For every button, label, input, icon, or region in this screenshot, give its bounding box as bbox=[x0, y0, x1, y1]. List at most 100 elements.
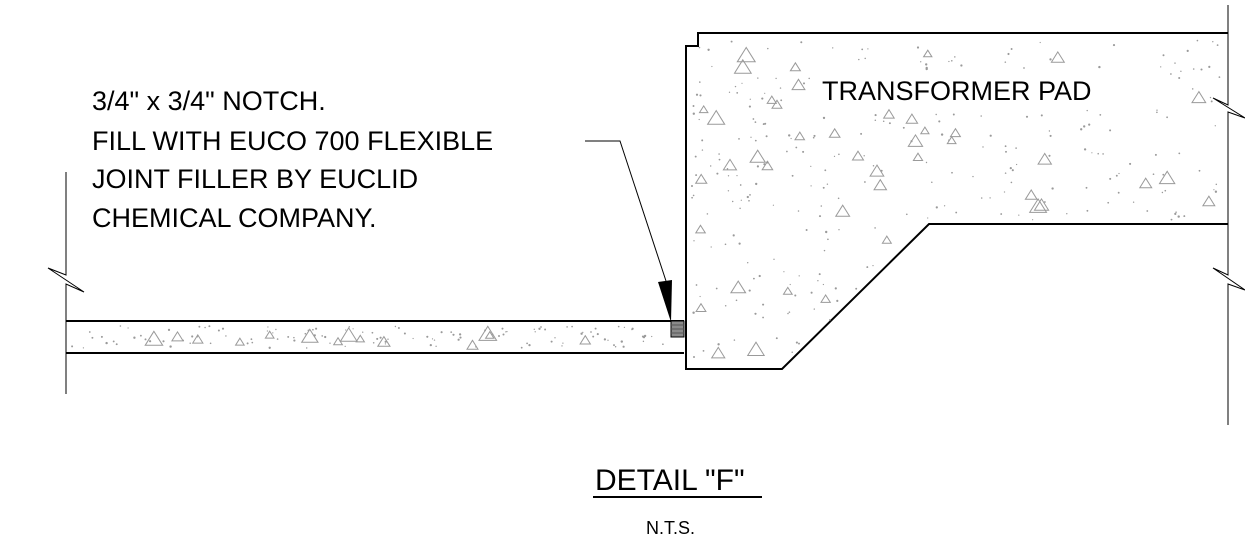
stipple-dot bbox=[1025, 115, 1029, 118]
stipple-dot bbox=[1023, 67, 1025, 69]
stipple-dot bbox=[1191, 88, 1194, 90]
stipple-dot bbox=[872, 264, 874, 267]
stipple-dot bbox=[1192, 68, 1195, 70]
stipple-dot bbox=[715, 287, 718, 290]
stipple-dot bbox=[209, 342, 212, 345]
stipple-aggregate bbox=[264, 330, 275, 339]
pad-stipple bbox=[690, 39, 1221, 359]
stipple-aggregate bbox=[771, 99, 783, 109]
stipple-dot bbox=[1085, 186, 1088, 189]
stipple-dot bbox=[384, 343, 387, 345]
stipple-dot bbox=[794, 294, 797, 297]
stipple-dot bbox=[394, 325, 397, 328]
stipple-dot bbox=[534, 331, 536, 333]
stipple-aggregate bbox=[466, 339, 479, 350]
stipple-dot bbox=[693, 240, 695, 242]
stipple-dot bbox=[982, 146, 984, 148]
stipple-dot bbox=[802, 82, 806, 85]
stipple-dot bbox=[217, 329, 220, 332]
stipple-dot bbox=[501, 327, 504, 330]
stipple-aggregate bbox=[1037, 152, 1053, 165]
stipple-dot bbox=[1112, 44, 1116, 47]
stipple-aggregate bbox=[355, 334, 366, 343]
stipple-dot bbox=[820, 205, 823, 207]
stipple-dot bbox=[566, 326, 568, 328]
stipple-dot bbox=[874, 114, 877, 117]
stipple-aggregate bbox=[922, 49, 933, 58]
stipple-dot bbox=[1178, 76, 1181, 80]
stipple-dot bbox=[732, 234, 735, 237]
stipple-dot bbox=[773, 258, 775, 260]
stipple-dot bbox=[533, 328, 536, 331]
stipple-dot bbox=[642, 336, 646, 339]
stipple-dot bbox=[112, 340, 115, 343]
stipple-dot bbox=[861, 48, 864, 51]
stipple-dot bbox=[1083, 148, 1087, 151]
stipple-dot bbox=[1080, 128, 1083, 131]
stipple-dot bbox=[268, 346, 271, 349]
stipple-dot bbox=[614, 346, 617, 348]
stipple-dot bbox=[631, 328, 633, 331]
stipple-dot bbox=[321, 335, 324, 337]
stipple-dot bbox=[813, 308, 815, 310]
stipple-dot bbox=[802, 150, 805, 153]
stipple-dot bbox=[874, 227, 876, 229]
stipple-dot bbox=[724, 304, 727, 307]
stipple-dot bbox=[651, 335, 653, 338]
stipple-dot bbox=[144, 338, 147, 341]
stipple-dot bbox=[617, 325, 620, 328]
stipple-dot bbox=[642, 340, 645, 343]
stipple-dot bbox=[362, 331, 364, 333]
stipple-dot bbox=[699, 295, 701, 298]
stipple-dot bbox=[620, 340, 623, 343]
stipple-aggregate bbox=[873, 178, 888, 191]
stipple-dot bbox=[191, 335, 194, 338]
stipple-dot bbox=[1154, 153, 1157, 156]
right-break-line bbox=[1212, 5, 1245, 425]
stipple-dot bbox=[817, 280, 819, 282]
stipple-dot bbox=[710, 246, 712, 248]
stipple-dot bbox=[1004, 145, 1007, 148]
stipple-dot bbox=[822, 186, 825, 189]
stipple-dot bbox=[267, 326, 269, 328]
stipple-dot bbox=[71, 345, 74, 348]
stipple-dot bbox=[764, 92, 766, 94]
stipple-dot bbox=[1086, 109, 1088, 112]
stipple-dot bbox=[1177, 215, 1180, 218]
stipple-dot bbox=[1049, 58, 1052, 61]
stipple-dot bbox=[808, 77, 810, 80]
stipple-dot bbox=[1160, 66, 1162, 68]
stipple-dot bbox=[741, 82, 743, 84]
stipple-aggregate bbox=[949, 127, 962, 138]
joint-filler-notch bbox=[670, 320, 685, 338]
stipple-dot bbox=[758, 274, 761, 278]
stipple-aggregate bbox=[791, 78, 806, 91]
stipple-dot bbox=[756, 165, 760, 168]
stipple-aggregate bbox=[1024, 189, 1038, 200]
stipple-dot bbox=[1098, 65, 1101, 69]
transformer-pad bbox=[685, 32, 1228, 370]
stipple-dot bbox=[345, 329, 347, 331]
stipple-dot bbox=[1161, 191, 1164, 194]
stipple-aggregate bbox=[706, 109, 726, 125]
stipple-dot bbox=[690, 184, 694, 188]
stipple-dot bbox=[1003, 191, 1006, 193]
stipple-dot bbox=[748, 105, 751, 108]
stipple-dot bbox=[1198, 169, 1201, 172]
stipple-dot bbox=[431, 338, 434, 340]
stipple-dot bbox=[88, 331, 91, 333]
stipple-dot bbox=[692, 194, 695, 197]
stipple-dot bbox=[867, 48, 869, 50]
stipple-dot bbox=[738, 138, 740, 140]
stipple-dot bbox=[580, 332, 583, 335]
stipple-dot bbox=[1129, 162, 1132, 165]
stipple-dot bbox=[550, 340, 553, 343]
stipple-dot bbox=[348, 326, 351, 328]
stipple-dot bbox=[775, 77, 777, 80]
detail-title: DETAIL "F" bbox=[595, 464, 745, 497]
stipple-dot bbox=[832, 47, 834, 49]
stipple-aggregate bbox=[851, 150, 865, 161]
stipple-dot bbox=[823, 249, 826, 252]
stipple-dot bbox=[324, 335, 327, 339]
stipple-dot bbox=[1174, 62, 1176, 64]
